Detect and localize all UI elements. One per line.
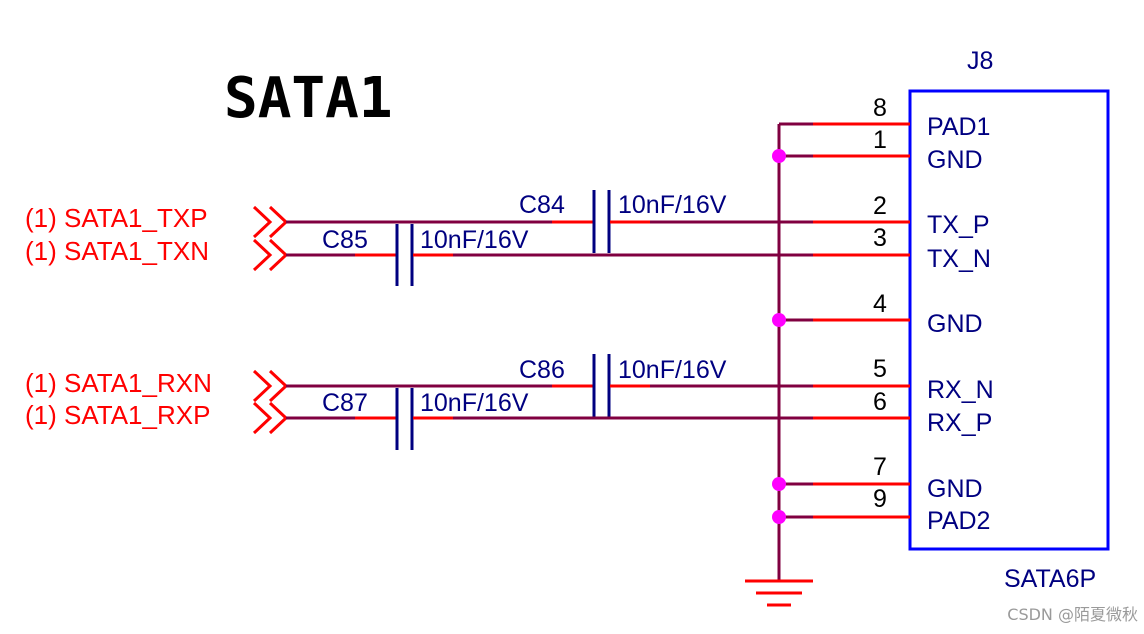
connector-pin: 5 RX_N [813,355,994,404]
capacitor-ref: C85 [322,226,368,254]
pin-number: 7 [873,453,887,481]
pin-name: PAD2 [927,507,990,535]
pin-name: RX_P [927,409,992,437]
pin-name: GND [927,146,983,174]
capacitor-icon [395,388,414,450]
offpage-connector-icon [252,205,289,239]
junction-dot-icon [772,477,786,491]
net-sata1-txp: (1) SATA1_TXP C84 10nF/16V [25,190,813,253]
connector-pins: 8 PAD1 1 GND 2 TX_P 3 TX_N 4 GND [813,94,994,535]
capacitor-value: 10nF/16V [618,191,727,219]
signal-label: (1) SATA1_RXP [25,400,210,430]
connector-ref: J8 [967,47,993,75]
capacitor-icon [395,224,414,286]
offpage-connector-icon [252,401,289,435]
capacitor-icon [592,190,611,253]
offpage-connector-icon [252,238,289,272]
schematic-title: SATA1 [224,66,393,131]
signal-nets: (1) SATA1_TXP C84 10nF/16V (1) SATA1_TXN [25,190,813,450]
capacitor-value: 10nF/16V [420,389,529,417]
pin-name: PAD1 [927,113,990,141]
pin-number: 3 [873,224,887,252]
pin-number: 5 [873,355,887,383]
net-sata1-txn: (1) SATA1_TXN C85 10nF/16V [25,224,813,286]
watermark: CSDN @陌夏微秋 [1007,605,1138,624]
ground-bus [745,122,813,607]
connector-pin: 6 RX_P [813,388,992,437]
ground-icon [745,579,813,607]
capacitor-ref: C84 [519,191,565,219]
capacitor-icon [592,354,611,417]
signal-label: (1) SATA1_RXN [25,368,212,398]
junction-dot-icon [772,149,786,163]
signal-label: (1) SATA1_TXP [25,203,208,233]
connector-pin: 7 GND [813,453,983,503]
net-sata1-rxp: (1) SATA1_RXP C87 10nF/16V [25,388,813,450]
pin-name: GND [927,475,983,503]
connector-pin: 4 GND [813,290,983,338]
connector-pin: 3 TX_N [813,224,991,273]
pin-number: 4 [873,290,887,318]
capacitor-value: 10nF/16V [420,226,529,254]
capacitor-ref: C86 [519,356,565,384]
junction-dot-icon [772,313,786,327]
pin-number: 1 [873,126,887,154]
capacitor-value: 10nF/16V [618,356,727,384]
connector-pin: 1 GND [813,126,983,174]
pin-number: 9 [873,485,887,513]
signal-label: (1) SATA1_TXN [25,236,209,266]
pin-name: RX_N [927,376,994,404]
connector-pin: 8 PAD1 [813,94,990,141]
offpage-connector-icon [252,369,289,403]
pin-name: GND [927,310,983,338]
junction-dot-icon [772,510,786,524]
pin-number: 6 [873,388,887,416]
connector-part: SATA6P [1004,565,1096,593]
pin-name: TX_P [927,211,990,239]
capacitor-ref: C87 [322,389,368,417]
connector-pin: 9 PAD2 [813,485,990,535]
pin-name: TX_N [927,245,991,273]
pin-number: 2 [873,192,887,220]
net-sata1-rxn: (1) SATA1_RXN C86 10nF/16V [25,354,813,417]
connector-pin: 2 TX_P [813,192,990,239]
pin-number: 8 [873,94,887,122]
